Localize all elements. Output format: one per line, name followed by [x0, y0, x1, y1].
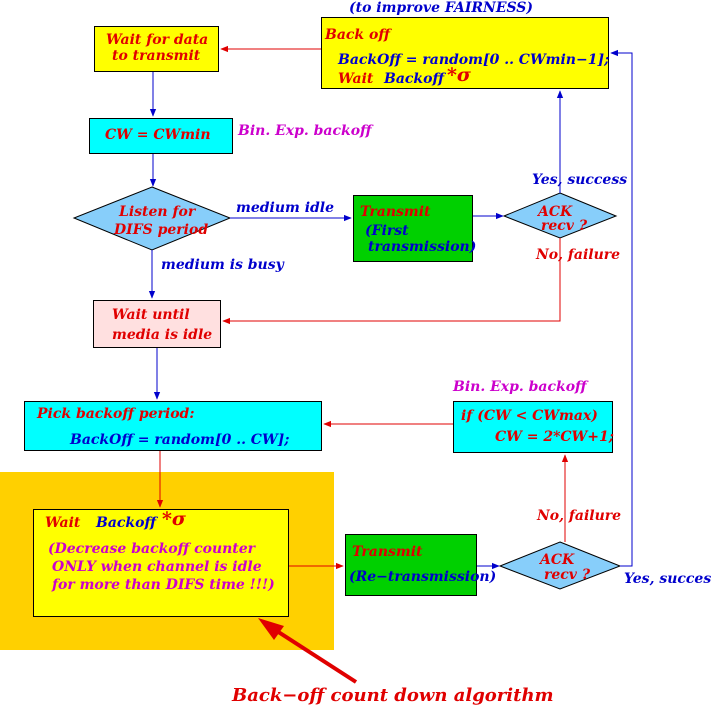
- transmit-first-line1: (First: [365, 223, 409, 239]
- yes-success-label-1: Yes, success: [532, 172, 628, 188]
- medium-idle-label: medium idle: [236, 200, 335, 216]
- wait-until-line2: media is idle: [112, 327, 213, 343]
- bin-exp-label-2: Bin. Exp. backoff: [453, 379, 587, 395]
- fairness-note: (to improve FAIRNESS): [349, 0, 534, 16]
- transmit-first-title: Transmit: [360, 204, 431, 220]
- backoff-word: Backoff: [384, 71, 445, 87]
- no-failure-label-1: No, failure: [536, 247, 621, 263]
- backoff-wait-label: Wait: [338, 71, 374, 87]
- wait-backoff-box: [33, 509, 289, 617]
- cw-min-box: [89, 118, 233, 154]
- backoff-formula: BackOff = random[0 .. CWmin−1];: [338, 52, 610, 68]
- wait-until-line1: Wait until: [112, 307, 190, 323]
- backoff-title: Back off: [325, 27, 390, 43]
- transmit-re-title: Transmit: [352, 544, 423, 560]
- pick-backoff-box: [24, 401, 322, 451]
- bin-exp-label-1: Bin. Exp. backoff: [238, 123, 372, 139]
- transmit-re-box: [345, 534, 477, 596]
- wait-backoff-sigma: *σ: [162, 508, 186, 530]
- yes-success-label-2: Yes, success: [624, 571, 711, 587]
- ack2-line2: recv ?: [544, 567, 591, 583]
- ack2-diamond: [498, 541, 622, 590]
- wait-data-line1: Wait for data: [106, 32, 209, 48]
- wait-data-line2: to transmit: [112, 48, 201, 64]
- transmit-first-box: [353, 195, 473, 262]
- ack2-line1: ACK: [540, 552, 575, 568]
- listen-line2: DIFS period: [114, 222, 209, 238]
- wait-for-data-box: [94, 26, 219, 72]
- wait-backoff-note-2: ONLY when channel is idle: [52, 559, 262, 575]
- backoff-box: [321, 17, 609, 89]
- wait-backoff-note-1: (Decrease backoff counter: [48, 541, 256, 557]
- wait-backoff-word: Backoff: [96, 515, 157, 531]
- wait-until-idle-box: [93, 300, 221, 348]
- transmit-first-line2: transmission): [368, 239, 477, 255]
- if-cw-box: [453, 401, 613, 453]
- wait-backoff-wait-label: Wait: [45, 515, 81, 531]
- listen-line1: Listen for: [119, 204, 196, 220]
- countdown-caption: Back−off count down algorithm: [232, 685, 554, 706]
- no-failure-label-2: No, failure: [537, 508, 622, 524]
- cw-min-label: CW = CWmin: [105, 127, 211, 143]
- wait-backoff-note-3: for more than DIFS time !!!): [52, 577, 275, 593]
- pick-backoff-title: Pick backoff period:: [37, 406, 195, 422]
- medium-busy-label: medium is busy: [161, 257, 284, 273]
- ack1-line1: ACK: [538, 204, 573, 220]
- pick-backoff-formula: BackOff = random[0 .. CW];: [70, 432, 290, 448]
- transmit-re-line1: (Re−transmission): [349, 569, 497, 585]
- if-cw-line1: if (CW < CWmax): [461, 408, 598, 424]
- if-cw-line2: CW = 2*CW+1;: [495, 429, 614, 445]
- backoff-sigma: *σ: [447, 64, 471, 86]
- ack1-line2: recv ?: [541, 218, 588, 234]
